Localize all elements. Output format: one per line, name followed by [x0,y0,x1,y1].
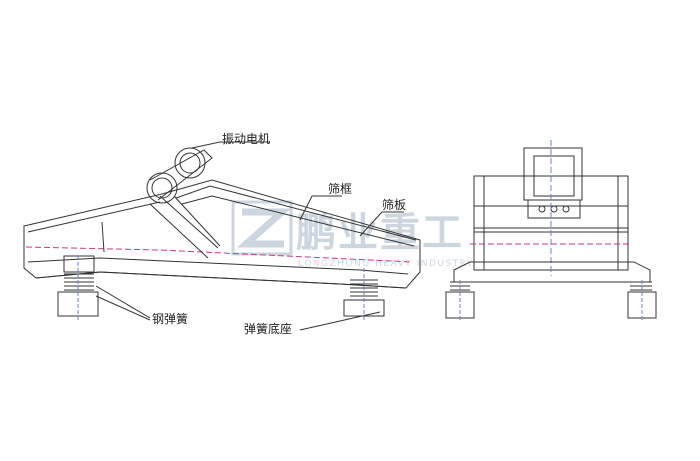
screen-frame-side-rail [35,271,407,289]
side-view [23,141,421,331]
watermark-logo-box [231,200,293,256]
label-vibration-motor: 振动电机 [222,132,271,146]
watermark-name-cn: 鹏业重工 [296,210,464,256]
watermark-name-en: LONGZHONG HEAVY INDUSTRY [298,259,474,269]
front-spring-right [627,280,657,322]
steel-spring-left [57,255,99,320]
screen-stiffener [101,221,105,253]
vibration-motor-left-inner [151,177,173,199]
label-screen-plate: 筛板 [382,198,407,212]
front-spring-left [445,280,475,322]
front-bolt-1 [538,205,546,213]
front-base [453,261,651,283]
screen-plate-inner [181,195,415,247]
screen-centerline [25,246,413,263]
front-bolt-3 [562,205,570,213]
front-view [445,140,657,322]
front-bolt-2 [550,205,558,213]
leader-spring-base [299,311,381,331]
watermark: 鹏业重工 LONGZHONG HEAVY INDUSTRY [231,200,474,269]
leader-frame [299,195,342,221]
motor-support [149,195,221,259]
leader-motor [191,141,270,149]
screen-plate [175,185,417,241]
label-spring-base: 弹簧底座 [244,322,293,336]
leader-plate [359,211,404,237]
motor-mount-plate [149,149,213,201]
watermark-logo-z [236,208,292,248]
screen-frame-inner-top [27,201,161,233]
label-screen-frame: 筛框 [328,182,353,196]
front-motor-lower [527,199,581,219]
leader-steel-spring [95,285,151,321]
label-steel-spring: 钢弹簧 [152,312,189,326]
